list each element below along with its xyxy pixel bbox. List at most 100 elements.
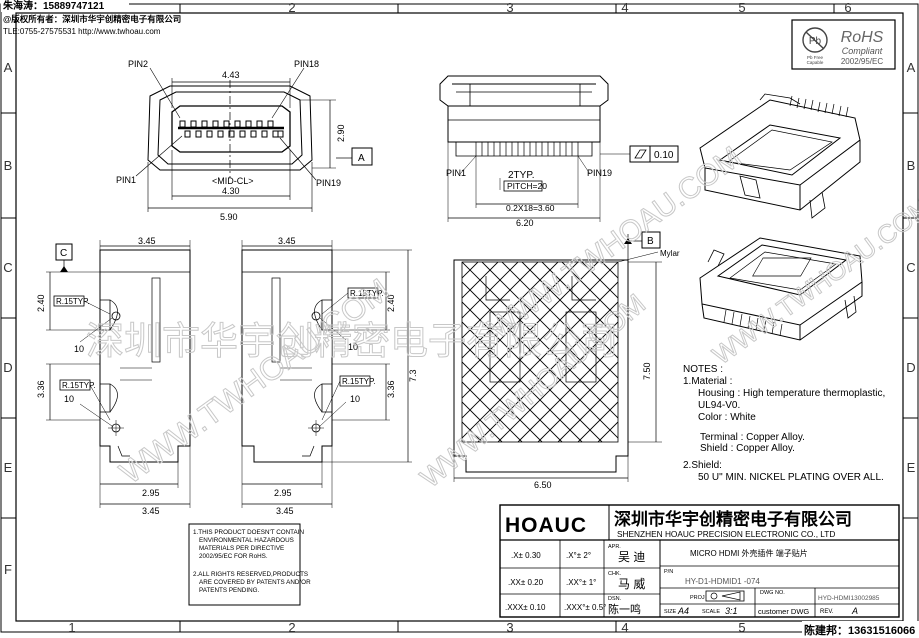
dim-7-50: 7.50 — [642, 362, 652, 380]
apr-name: 吴 迪 — [618, 550, 645, 564]
watermark-chinese: 深圳市华宇创精密电子有限公司 — [86, 321, 618, 363]
rohs-title: RoHS — [841, 29, 884, 46]
pn-label: P/N — [664, 569, 673, 575]
front-view — [135, 67, 373, 212]
dsn-name: 陈一鸣 — [608, 602, 641, 616]
right-r15-b: R.15TYP. — [342, 377, 376, 386]
iso-pins-top — [789, 95, 849, 118]
grid-labels: 1 2 3 4 5 6 1 2 3 4 5 A B C D E F A B C … — [3, 0, 915, 635]
dim-4-30: 4.30 — [222, 186, 240, 196]
top-view-labels: PIN1 PIN19 2TYP. PITCH=20 0.2X18=3.60 6.… — [446, 150, 674, 228]
iso-pins-bottom — [723, 309, 783, 337]
grid-col-label: 3 — [506, 620, 513, 635]
right-ten-b: 10 — [350, 394, 360, 404]
datum-c: C — [60, 248, 67, 259]
rohs-compliant: Compliant — [842, 46, 883, 56]
rohs-caption-2: Capable — [807, 60, 824, 65]
title-block-text: HOAUC 深圳市华宇创精密电子有限公司 SHENZHEN HOAUC PREC… — [505, 509, 880, 616]
top-pin1-label: PIN1 — [446, 168, 466, 178]
notes-line-8: 50 U" MIN. NICKEL PLATING OVER ALL. — [698, 472, 884, 483]
part-number: HY-D1-HDMID1 -074 — [685, 577, 760, 586]
grid-row-label: F — [4, 562, 12, 577]
left-view-labels: C 3.45 2.40 R.15TYP. 10 3.36 R.15TYP. 10… — [36, 236, 160, 516]
proj-label: PROJ — [690, 595, 705, 601]
right-view-labels: 3.45 R.15TYP. 10 2.40 7.3 3.36 R.15TYP. … — [274, 236, 418, 516]
grid-col-label: 5 — [738, 620, 745, 635]
dim-3-60: 0.2X18=3.60 — [506, 203, 555, 213]
grid-row-label: C — [3, 260, 12, 275]
mid-cl-label: <MID-CL> — [212, 176, 254, 186]
drawing-frame — [0, 3, 919, 633]
left-view — [46, 240, 191, 508]
dim-5-90: 5.90 — [220, 212, 238, 222]
grid-col-label: 2 — [288, 0, 295, 15]
pin2-label: PIN2 — [128, 59, 148, 69]
dim-6-20: 6.20 — [516, 218, 534, 228]
bottom-view-labels: B Mylar 7.50 6.50 — [534, 236, 680, 490]
apr-label: APR. — [608, 544, 621, 550]
tolerance-3b: .XXX°± 0.5° — [564, 603, 606, 612]
tolerance-1b: .X°± 2° — [566, 551, 591, 560]
contact-line-3: TLE:0755-27575531 http://www.twhoau.com — [3, 27, 161, 36]
notes-line-4: Color : White — [698, 412, 756, 423]
rohs-pb-icon: Pb — [809, 36, 822, 47]
grid-row-label: C — [906, 260, 915, 275]
grid-row-label: E — [4, 460, 13, 475]
grid-row-label: A — [4, 60, 13, 75]
tolerance-1a: .X± 0.30 — [511, 551, 541, 560]
grid-col-label: 6 — [844, 0, 851, 15]
right-dim-3-45: 3.45 — [278, 236, 296, 246]
right-dim-3-45b: 3.45 — [276, 506, 294, 516]
pitch-label: PITCH=20 — [507, 181, 547, 191]
iso-view-bottom — [699, 237, 863, 341]
grid-col-label: 1 — [68, 620, 75, 635]
rohs-badge: Pb Pb Free Capable RoHS Compliant 2002/9… — [791, 19, 896, 70]
rev-value: A — [851, 606, 858, 616]
disclaimer-line-3: MATERIALS PER DIRECTIVE — [199, 545, 284, 552]
notes-title: NOTES : — [683, 364, 723, 375]
company-name-en: SHENZHEN HOAUC PRECISION ELECTRONIC CO.,… — [617, 529, 835, 539]
notes-line-6: Shield : Copper Alloy. — [700, 443, 795, 454]
dsn-label: DSN. — [608, 596, 622, 602]
tolerance-2b: .XX°± 1° — [566, 578, 596, 587]
grid-col-label: 3 — [506, 0, 513, 15]
disclaimer-line-7: PATENTS PENDING. — [199, 587, 260, 594]
dim-2-90: 2.90 — [336, 124, 346, 142]
datum-a: A — [358, 153, 365, 164]
rev-label: REV. — [820, 609, 834, 615]
notes-line-2: Housing : High temperature thermoplastic… — [698, 388, 885, 399]
notes-line-7: 2.Shield: — [683, 460, 722, 471]
left-dim-2-40: 2.40 — [36, 294, 46, 312]
chk-name: 马 威 — [618, 577, 645, 591]
front-view-labels: PIN2 PIN18 PIN1 PIN19 <MID-CL> 4.43 4.30… — [116, 59, 365, 222]
notes-line-1: 1.Material : — [683, 376, 732, 387]
notes-line-3: UL94-V0. — [698, 400, 740, 411]
top-view — [439, 75, 679, 222]
left-r15-a: R.15TYP. — [56, 297, 90, 306]
grid-row-label: D — [3, 360, 12, 375]
scale-label: SCALE — [702, 609, 720, 615]
pin19-label: PIN19 — [316, 178, 341, 188]
disclaimer-line-6: ARE COVERED BY PATENTS AND/OR — [199, 579, 311, 586]
left-dim-3-45: 3.45 — [138, 236, 156, 246]
right-r15-a: R.15TYP. — [350, 289, 384, 298]
left-ten-a: 10 — [74, 344, 84, 354]
right-ten-a: 10 — [348, 342, 358, 352]
notes-line-5: Terminal : Copper Alloy. — [700, 432, 805, 443]
pin1-label: PIN1 — [116, 175, 136, 185]
mylar-hatch — [462, 262, 618, 442]
top-pin19-label: PIN19 — [587, 168, 612, 178]
contact-line-2: @版权所有者：深圳市华宇创精密电子有限公司 — [3, 14, 181, 24]
right-dim-2-95: 2.95 — [274, 488, 292, 498]
rohs-directive: 2002/95/EC — [841, 57, 883, 66]
grid-row-label: D — [906, 360, 915, 375]
dwg-number: HYD-HDMI13002985 — [818, 595, 880, 602]
tolerance-3a: .XXX± 0.10 — [505, 603, 546, 612]
front-pins — [179, 120, 284, 138]
dim-4-43: 4.43 — [222, 70, 240, 80]
size-label: SIZE — [664, 609, 677, 615]
flatness-value: 0.10 — [654, 150, 674, 161]
left-ten-b: 10 — [64, 394, 74, 404]
